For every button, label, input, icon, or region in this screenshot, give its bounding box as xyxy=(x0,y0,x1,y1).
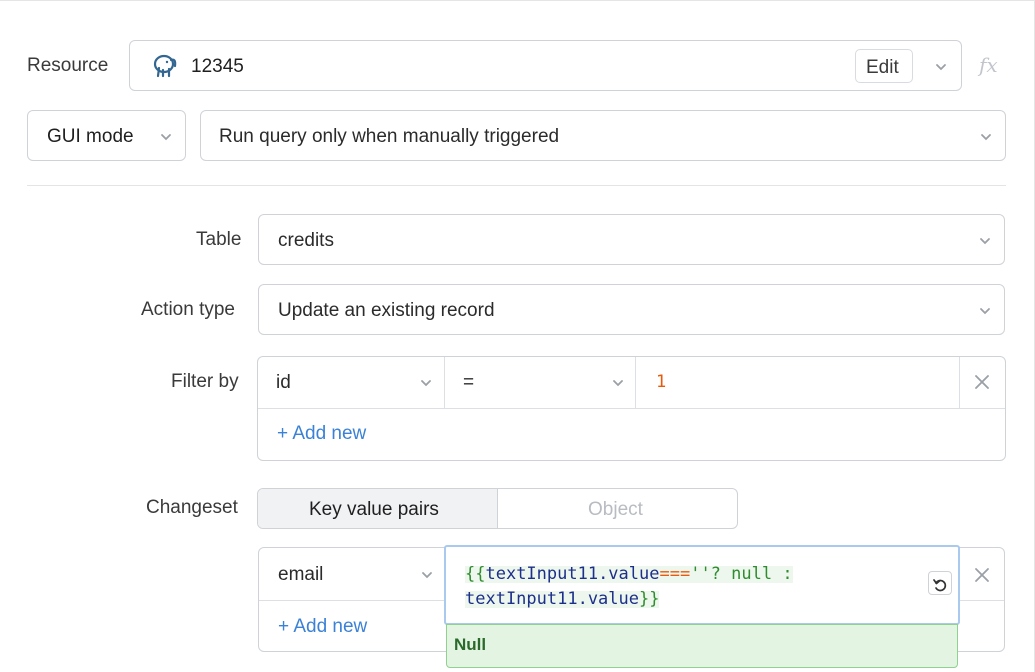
postgres-elephant-icon xyxy=(152,54,178,78)
resource-value: 12345 xyxy=(191,56,244,77)
close-icon xyxy=(974,374,990,390)
mode-selected-value: GUI mode xyxy=(47,126,134,147)
changeset-label: Changeset xyxy=(146,497,238,518)
section-divider xyxy=(27,185,1006,186)
code-operator: === xyxy=(659,564,691,584)
add-changeset-link[interactable]: + Add new xyxy=(278,616,368,637)
code-brace-open: {{ xyxy=(465,564,486,584)
code-line-1: {{textInput11.value===''? null : xyxy=(465,566,793,583)
filter-panel: id = 1 + Add new xyxy=(257,356,1006,461)
changeset-tabs: Key value pairs Object xyxy=(257,488,738,529)
chevron-down-icon xyxy=(977,303,993,319)
filter-column-select[interactable]: id xyxy=(258,357,445,408)
code-line-2: textInput11.value}} xyxy=(465,589,660,609)
tab-object-label: Object xyxy=(588,499,643,520)
tab-key-value-pairs-label: Key value pairs xyxy=(309,499,439,520)
resource-select[interactable]: 12345 Edit xyxy=(129,40,962,91)
code-ident-1: textInput11.value xyxy=(485,564,660,584)
table-label: Table xyxy=(196,229,242,250)
frame-border-top xyxy=(0,0,1035,1)
resource-label: Resource xyxy=(27,55,109,76)
evaluated-preview: Null xyxy=(446,624,958,668)
action-type-selected-value: Update an existing record xyxy=(278,300,495,321)
edit-resource-button[interactable]: Edit xyxy=(855,49,913,83)
filter-by-label: Filter by xyxy=(171,371,239,392)
trigger-selected-value: Run query only when manually triggered xyxy=(219,126,560,147)
action-type-select[interactable]: Update an existing record xyxy=(258,284,1005,335)
code-brace-close: }} xyxy=(639,589,660,609)
filter-value-text: 1 xyxy=(656,372,667,392)
code-ident-2: textInput11.value xyxy=(465,589,639,609)
filter-operator-select[interactable]: = xyxy=(445,357,636,408)
chevron-down-icon xyxy=(933,59,949,75)
changeset-key-select[interactable]: email xyxy=(259,548,445,600)
remove-filter-button[interactable] xyxy=(960,357,1005,408)
add-filter-link[interactable]: + Add new xyxy=(277,423,367,444)
mode-select[interactable]: GUI mode xyxy=(27,110,186,161)
chevron-down-icon xyxy=(610,375,626,391)
remove-changeset-button[interactable] xyxy=(961,548,1004,600)
chevron-down-icon xyxy=(978,129,994,145)
refresh-icon xyxy=(933,576,947,592)
chevron-down-icon xyxy=(158,129,174,145)
fx-icon[interactable]: fx xyxy=(979,53,998,77)
code-rest: ''? null : xyxy=(690,564,793,584)
table-select[interactable]: credits xyxy=(258,214,1005,265)
action-type-label: Action type xyxy=(141,299,235,320)
changeset-key-value: email xyxy=(278,564,324,585)
changeset-value-editor[interactable]: {{textInput11.value===''? null : textInp… xyxy=(444,545,960,625)
chevron-down-icon xyxy=(419,567,435,583)
chevron-down-icon xyxy=(977,233,993,249)
close-icon xyxy=(974,567,990,583)
filter-operator-value: = xyxy=(463,372,475,393)
filter-row-divider xyxy=(258,408,1005,409)
filter-column-value: id xyxy=(276,372,291,393)
trigger-select[interactable]: Run query only when manually triggered xyxy=(200,110,1006,161)
tab-key-value-pairs[interactable]: Key value pairs xyxy=(258,489,498,528)
filter-value-input[interactable]: 1 xyxy=(636,357,960,408)
chevron-down-icon xyxy=(418,375,434,391)
table-selected-value: credits xyxy=(278,230,334,251)
evaluated-preview-text: Null xyxy=(454,635,487,654)
edit-resource-label: Edit xyxy=(866,57,899,78)
reset-value-button[interactable] xyxy=(928,571,952,595)
tab-object[interactable]: Object xyxy=(498,489,737,528)
